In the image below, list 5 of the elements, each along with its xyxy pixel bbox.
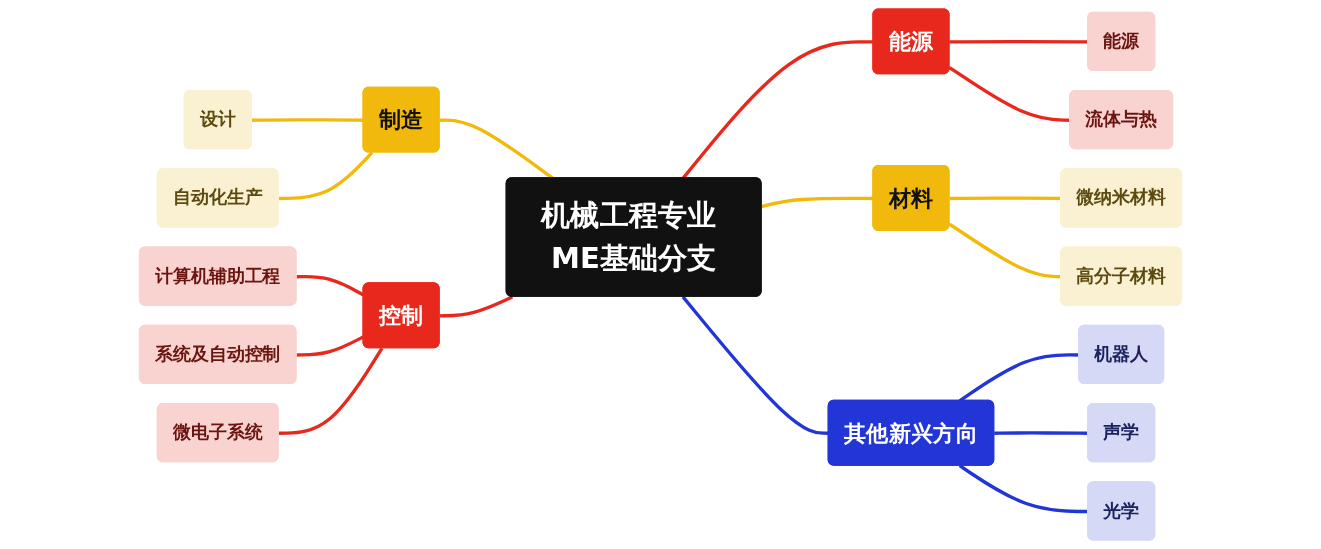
connector bbox=[439, 295, 514, 318]
connector bbox=[278, 347, 384, 435]
connector bbox=[251, 118, 364, 122]
connector bbox=[278, 151, 374, 201]
connector bbox=[681, 295, 829, 435]
